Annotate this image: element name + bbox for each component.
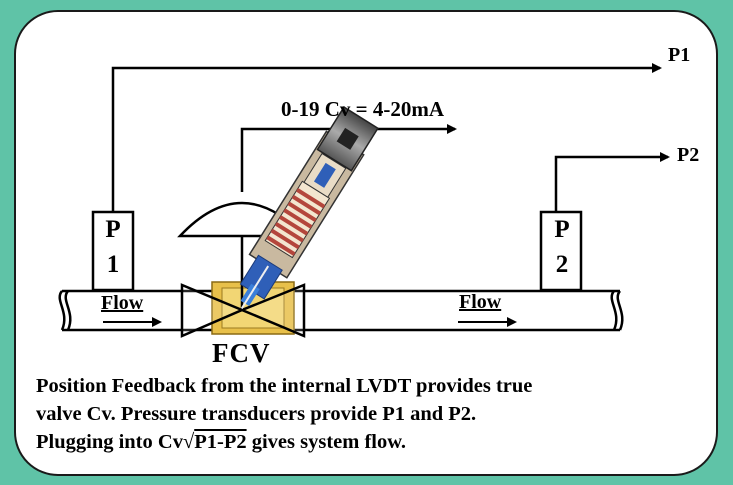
transmitter-2-letter: P — [554, 216, 570, 243]
sqrt-symbol: √ — [182, 431, 195, 453]
transmitter-1-number: 1 — [106, 251, 120, 278]
p1-signal-line — [111, 63, 662, 212]
caption: Position Feedback from the internal LVDT… — [36, 372, 696, 456]
lvdt-actuator — [239, 106, 379, 310]
caption-line-3-end: gives system flow. — [246, 431, 407, 453]
flow-label-right: Flow — [459, 291, 502, 313]
control-valve — [177, 201, 307, 338]
p2-signal-line — [554, 152, 670, 212]
flow-label-left: Flow — [101, 292, 144, 314]
caption-line-1: Position Feedback from the internal LVDT… — [36, 375, 533, 397]
pressure-transmitter-1 — [91, 210, 135, 292]
transmitter-1-letter: P — [105, 216, 121, 243]
transmitter-2-number: 2 — [555, 251, 569, 278]
pressure-transmitter-2 — [539, 210, 583, 292]
p2-output-label: P2 — [677, 144, 700, 166]
position-signal-line — [240, 124, 457, 192]
caption-line-3: Plugging into Cv√P1-P2 gives system flow… — [36, 428, 696, 456]
sqrt-radicand: P1-P2 — [194, 431, 247, 453]
pipe — [58, 289, 624, 332]
valve-label: FCV — [212, 338, 271, 368]
cv-range-label: 0-19 Cv = 4-20mA — [281, 97, 445, 121]
caption-line-2: valve Cv. Pressure transducers provide P… — [36, 403, 477, 425]
p1-output-label: P1 — [668, 44, 691, 66]
caption-line-3-start: Plugging into Cv — [36, 431, 183, 453]
